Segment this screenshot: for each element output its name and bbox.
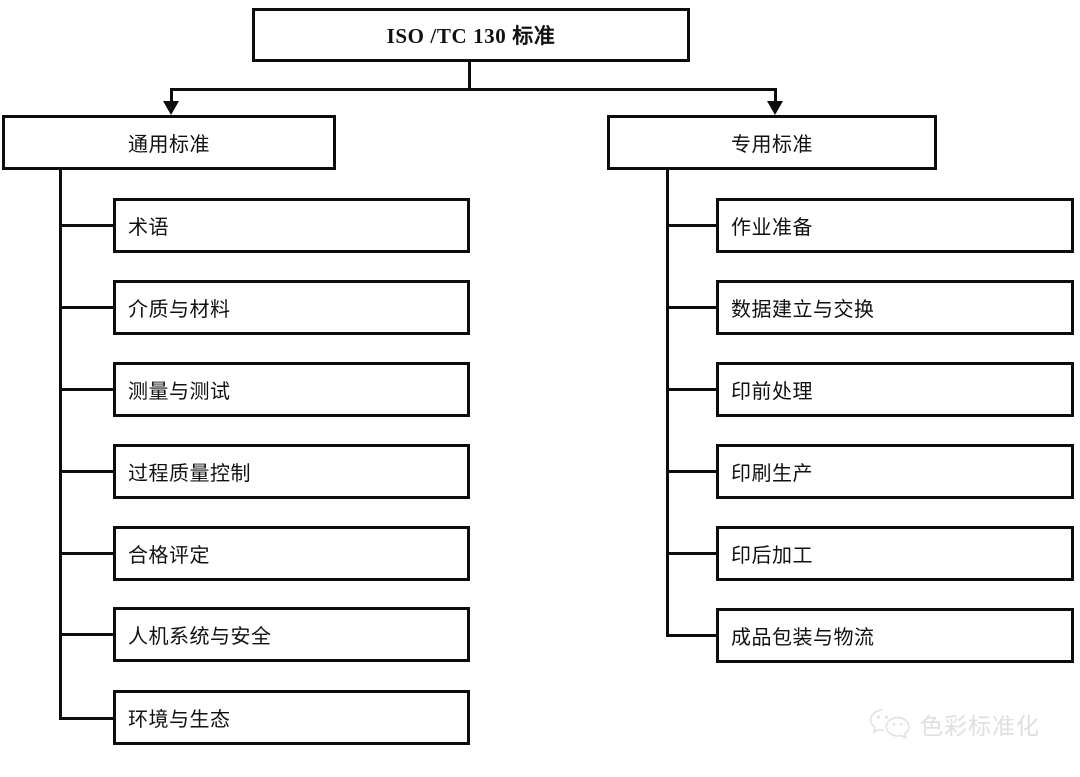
arrow-branch-2 [767, 101, 783, 115]
node-leaf-postpress[interactable]: 印后加工 [716, 526, 1074, 581]
node-branch-general-standards[interactable]: 通用标准 [2, 115, 336, 170]
connector-leaf-2-5 [666, 552, 719, 555]
connector-leaf-1-5 [59, 552, 116, 555]
node-leaf-environment-ecology[interactable]: 环境与生态 [113, 690, 470, 745]
node-leaf-conformity-assessment[interactable]: 合格评定 [113, 526, 470, 581]
node-leaf-process-quality-control[interactable]: 过程质量控制 [113, 444, 470, 499]
connector-leaf-1-2 [59, 306, 116, 309]
node-leaf-1-1-label: 术语 [128, 217, 169, 239]
watermark-text: 色彩标准化 [920, 713, 1040, 739]
node-leaf-packaging-logistics[interactable]: 成品包装与物流 [716, 608, 1074, 663]
connector-leaf-1-7 [59, 717, 116, 720]
node-leaf-data-creation-exchange[interactable]: 数据建立与交换 [716, 280, 1074, 335]
node-root-label: ISO /TC 130 标准 [386, 24, 556, 48]
node-leaf-1-2-label: 介质与材料 [128, 299, 231, 321]
node-leaf-2-4-label: 印刷生产 [731, 463, 813, 485]
node-branch-2-label: 专用标准 [731, 134, 813, 156]
arrow-branch-1 [163, 101, 179, 115]
node-leaf-prepress[interactable]: 印前处理 [716, 362, 1074, 417]
connector-leaf-1-4 [59, 470, 116, 473]
wechat-bubbles-icon [868, 707, 912, 741]
connector-branch-2-drop [774, 88, 777, 103]
node-root[interactable]: ISO /TC 130 标准 [252, 8, 690, 62]
node-leaf-2-1-label: 作业准备 [731, 217, 813, 239]
node-leaf-2-5-label: 印后加工 [731, 545, 813, 567]
connector-leaf-1-6 [59, 633, 116, 636]
node-leaf-print-production[interactable]: 印刷生产 [716, 444, 1074, 499]
node-leaf-1-7-label: 环境与生态 [128, 709, 231, 731]
node-leaf-1-5-label: 合格评定 [128, 545, 210, 567]
node-leaf-terminology[interactable]: 术语 [113, 198, 470, 253]
node-leaf-2-2-label: 数据建立与交换 [731, 299, 875, 321]
node-branch-1-label: 通用标准 [128, 134, 210, 156]
connector-leaf-2-3 [666, 388, 719, 391]
connector-leaf-2-4 [666, 470, 719, 473]
connector-leaf-1-3 [59, 388, 116, 391]
trunk-branch-2 [666, 170, 669, 637]
node-leaf-1-3-label: 测量与测试 [128, 381, 231, 403]
node-leaf-1-4-label: 过程质量控制 [128, 463, 251, 485]
node-leaf-1-6-label: 人机系统与安全 [128, 626, 272, 648]
connector-leaf-2-6 [666, 634, 719, 637]
connector-root-stem [468, 62, 471, 89]
node-leaf-2-3-label: 印前处理 [731, 381, 813, 403]
node-leaf-2-6-label: 成品包装与物流 [731, 627, 875, 649]
node-leaf-media-materials[interactable]: 介质与材料 [113, 280, 470, 335]
connector-leaf-2-1 [666, 224, 719, 227]
connector-branch-1-drop [170, 88, 173, 103]
connector-leaf-2-2 [666, 306, 719, 309]
node-leaf-measurement-testing[interactable]: 测量与测试 [113, 362, 470, 417]
node-leaf-human-machine-safety[interactable]: 人机系统与安全 [113, 607, 470, 662]
trunk-branch-1 [59, 170, 62, 720]
connector-leaf-1-1 [59, 224, 116, 227]
node-branch-special-standards[interactable]: 专用标准 [607, 115, 937, 170]
connector-root-bar [170, 88, 777, 91]
watermark: 色彩标准化 [868, 707, 1040, 741]
node-leaf-job-preparation[interactable]: 作业准备 [716, 198, 1074, 253]
